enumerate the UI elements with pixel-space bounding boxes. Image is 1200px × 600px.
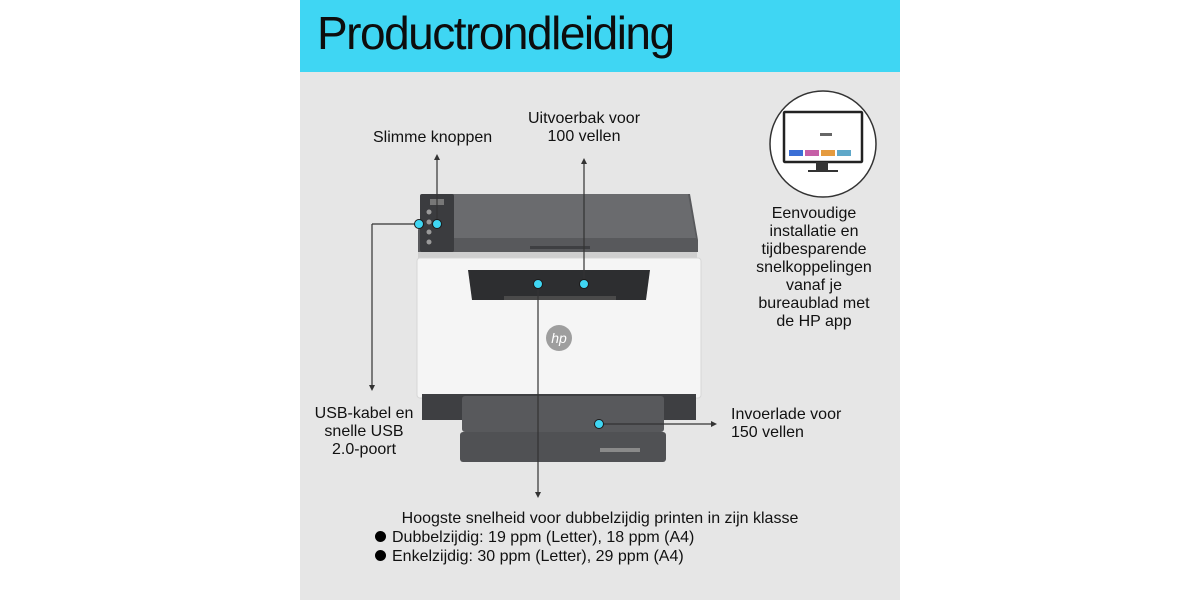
callout-dots (414, 219, 604, 429)
callout-usb: USB-kabel en snelle USB 2.0-poort (314, 405, 414, 458)
printer: hp (416, 194, 702, 462)
product-tour-panel: Productrondleiding (300, 0, 900, 600)
callout-lines (371, 158, 713, 494)
monitor-icon (769, 90, 877, 198)
callout-smart-buttons: Slimme knoppen (373, 129, 493, 146)
arrow-heads (369, 154, 717, 498)
page-title: Productrondleiding (317, 7, 675, 59)
list-item: Dubbelzijdig: 19 ppm (Letter), 18 ppm (A… (375, 528, 694, 547)
speed-heading: Hoogste snelheid voor dubbelzijdig print… (401, 510, 799, 527)
bullet-dot (375, 550, 386, 561)
callout-output-tray: Uitvoerbak voor 100 vellen (527, 110, 641, 145)
title-banner: Productrondleiding (300, 0, 900, 72)
list-item: Enkelzijdig: 30 ppm (Letter), 29 ppm (A4… (375, 547, 694, 566)
speed-bullet-list: Dubbelzijdig: 19 ppm (Letter), 18 ppm (A… (375, 528, 694, 566)
printer-illustration: hp (369, 90, 877, 498)
hp-logo-text: hp (551, 330, 567, 346)
callout-input-tray: Invoerlade voor 150 vellen (731, 406, 842, 441)
bullet-dot (375, 531, 386, 542)
callout-hp-app: Eenvoudige installatie en tijdbesparende… (756, 205, 872, 330)
